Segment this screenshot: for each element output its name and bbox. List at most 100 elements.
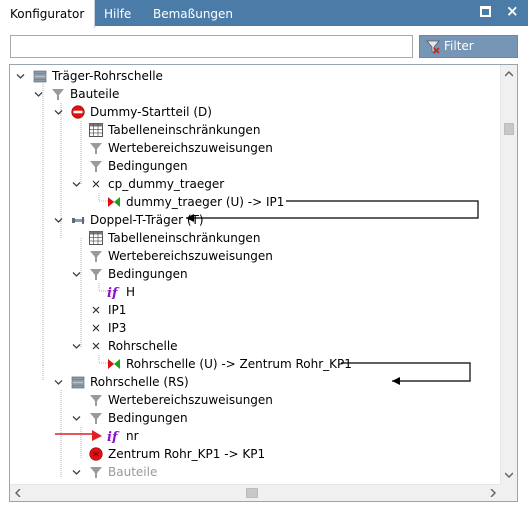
tree-node[interactable]: Träger-Rohrschelle bbox=[10, 67, 490, 85]
beam-icon bbox=[71, 213, 85, 227]
tree-node-label: Bauteile bbox=[108, 465, 158, 479]
tree-node[interactable]: IP3 bbox=[10, 319, 490, 337]
table-icon bbox=[89, 123, 103, 137]
tree-node[interactable]: Rohrschelle bbox=[10, 337, 490, 355]
maximize-icon[interactable] bbox=[480, 6, 491, 17]
vertical-scrollbar[interactable] bbox=[500, 65, 517, 485]
filter-clear-icon bbox=[426, 40, 440, 54]
tree-node-label: H bbox=[126, 285, 136, 299]
bowtie-connection-icon bbox=[107, 195, 121, 209]
tree-node[interactable]: Wertebereichszuweisungen bbox=[10, 391, 490, 409]
svg-text:if: if bbox=[107, 286, 120, 299]
red-no-entry-icon bbox=[71, 105, 85, 119]
expand-chevron-icon[interactable] bbox=[34, 90, 43, 99]
red-point-icon bbox=[89, 447, 103, 461]
assembly-icon bbox=[71, 375, 85, 389]
vertical-scroll-thumb[interactable] bbox=[504, 123, 514, 135]
horizontal-scroll-thumb[interactable] bbox=[246, 488, 258, 498]
tree-node[interactable]: Doppel-T-Träger (T) bbox=[10, 211, 490, 229]
cross-icon bbox=[89, 339, 103, 353]
tab-konfigurator[interactable]: Konfigurator bbox=[0, 0, 96, 28]
close-icon[interactable]: × bbox=[506, 2, 519, 20]
tab-bar: Konfigurator Hilfe Bemaßungen × bbox=[0, 0, 528, 28]
tree-node-label: Wertebereichszuweisungen bbox=[108, 393, 273, 407]
tree-node[interactable]: Bauteile bbox=[10, 463, 490, 481]
expand-chevron-icon[interactable] bbox=[72, 468, 81, 477]
tree-node-label: Träger-Rohrschelle bbox=[52, 69, 163, 83]
horizontal-scrollbar[interactable] bbox=[10, 484, 501, 501]
tree-node[interactable]: Bedingungen bbox=[10, 265, 490, 283]
tree-node[interactable]: if H bbox=[10, 283, 490, 301]
funnel-icon bbox=[51, 87, 65, 101]
expand-chevron-icon[interactable] bbox=[72, 414, 81, 423]
tree-node-label: cp_dummy_traeger bbox=[108, 177, 225, 191]
funnel-icon bbox=[89, 267, 103, 281]
filter-clear-button[interactable]: Filter löschen bbox=[419, 35, 518, 74]
expand-chevron-icon[interactable] bbox=[72, 180, 81, 189]
svg-text:if: if bbox=[107, 430, 120, 443]
tree-node-label: Rohrschelle (RS) bbox=[90, 375, 189, 389]
tree-node-label: Zentrum Rohr_KP1 -> KP1 bbox=[108, 447, 266, 461]
funnel-icon bbox=[89, 411, 103, 425]
scroll-up-icon[interactable] bbox=[505, 70, 513, 78]
tree-node-label: Rohrschelle bbox=[108, 339, 178, 353]
tree-node[interactable]: IP1 bbox=[10, 301, 490, 319]
tree-node-label: Bauteile bbox=[70, 87, 120, 101]
tree-node-label: Bedingungen bbox=[108, 159, 188, 173]
tree-node-label: Tabelleneinschränkungen bbox=[108, 231, 261, 245]
expand-chevron-icon[interactable] bbox=[16, 72, 25, 81]
expand-chevron-icon[interactable] bbox=[54, 216, 63, 225]
tree-node-label: IP3 bbox=[108, 321, 127, 335]
tree-node-label: Wertebereichszuweisungen bbox=[108, 249, 273, 263]
tab-hilfe[interactable]: Hilfe bbox=[104, 7, 132, 21]
tree-node[interactable]: Rohrschelle (U) -> Zentrum Rohr_KP1 bbox=[10, 355, 490, 373]
tree-node[interactable]: Wertebereichszuweisungen bbox=[10, 247, 490, 265]
scroll-down-icon[interactable] bbox=[505, 471, 513, 479]
tree-node[interactable]: Bedingungen bbox=[10, 157, 490, 175]
tab-bemassungen[interactable]: Bemaßungen bbox=[153, 7, 234, 21]
tree-node[interactable]: Bedingungen bbox=[10, 409, 490, 427]
tree-node[interactable]: Wertebereichszuweisungen bbox=[10, 139, 490, 157]
tree-node[interactable]: Tabelleneinschränkungen bbox=[10, 229, 490, 247]
tree-node-label: Dummy-Startteil (D) bbox=[90, 105, 212, 119]
search-input[interactable] bbox=[10, 35, 413, 58]
expand-chevron-icon[interactable] bbox=[72, 342, 81, 351]
assembly-icon bbox=[33, 69, 47, 83]
tree-node-label: Doppel-T-Träger (T) bbox=[90, 213, 204, 227]
table-icon bbox=[89, 231, 103, 245]
tree-node-label: Bedingungen bbox=[108, 411, 188, 425]
cross-icon bbox=[89, 177, 103, 191]
bowtie-connection-icon bbox=[107, 357, 121, 371]
cross-icon bbox=[89, 303, 103, 317]
funnel-icon bbox=[89, 141, 103, 155]
expand-chevron-icon[interactable] bbox=[54, 378, 63, 387]
tree-node[interactable]: Zentrum Rohr_KP1 -> KP1 bbox=[10, 445, 490, 463]
tree-node[interactable]: Rohrschelle (RS) bbox=[10, 373, 490, 391]
if-icon: if bbox=[107, 429, 121, 445]
tree-node-label: IP1 bbox=[108, 303, 127, 317]
tree-node[interactable]: dummy_traeger (U) -> IP1 bbox=[10, 193, 490, 211]
tree-node[interactable]: cp_dummy_traeger bbox=[10, 175, 490, 193]
cross-icon bbox=[89, 321, 103, 335]
tree-node-label: Wertebereichszuweisungen bbox=[108, 141, 273, 155]
funnel-icon bbox=[89, 159, 103, 173]
scroll-right-icon[interactable] bbox=[489, 489, 497, 497]
tree-node[interactable]: Dummy-Startteil (D) bbox=[10, 103, 490, 121]
funnel-icon bbox=[89, 465, 103, 479]
funnel-icon bbox=[89, 249, 103, 263]
scrollbar-corner bbox=[500, 484, 517, 501]
expand-chevron-icon[interactable] bbox=[72, 270, 81, 279]
tree-node-label: Rohrschelle (U) -> Zentrum Rohr_KP1 bbox=[126, 357, 352, 371]
funnel-icon bbox=[89, 393, 103, 407]
tree-node[interactable]: Tabelleneinschränkungen bbox=[10, 121, 490, 139]
tree-node-label: Tabelleneinschränkungen bbox=[108, 123, 261, 137]
expand-chevron-icon[interactable] bbox=[54, 108, 63, 117]
tree-node[interactable]: Bauteile bbox=[10, 85, 490, 103]
tree-node-label: dummy_traeger (U) -> IP1 bbox=[126, 195, 285, 209]
scroll-left-icon[interactable] bbox=[14, 489, 22, 497]
tree-node-label: Bedingungen bbox=[108, 267, 188, 281]
if-icon: if bbox=[107, 285, 121, 301]
tree-node-label: nr bbox=[126, 429, 139, 443]
